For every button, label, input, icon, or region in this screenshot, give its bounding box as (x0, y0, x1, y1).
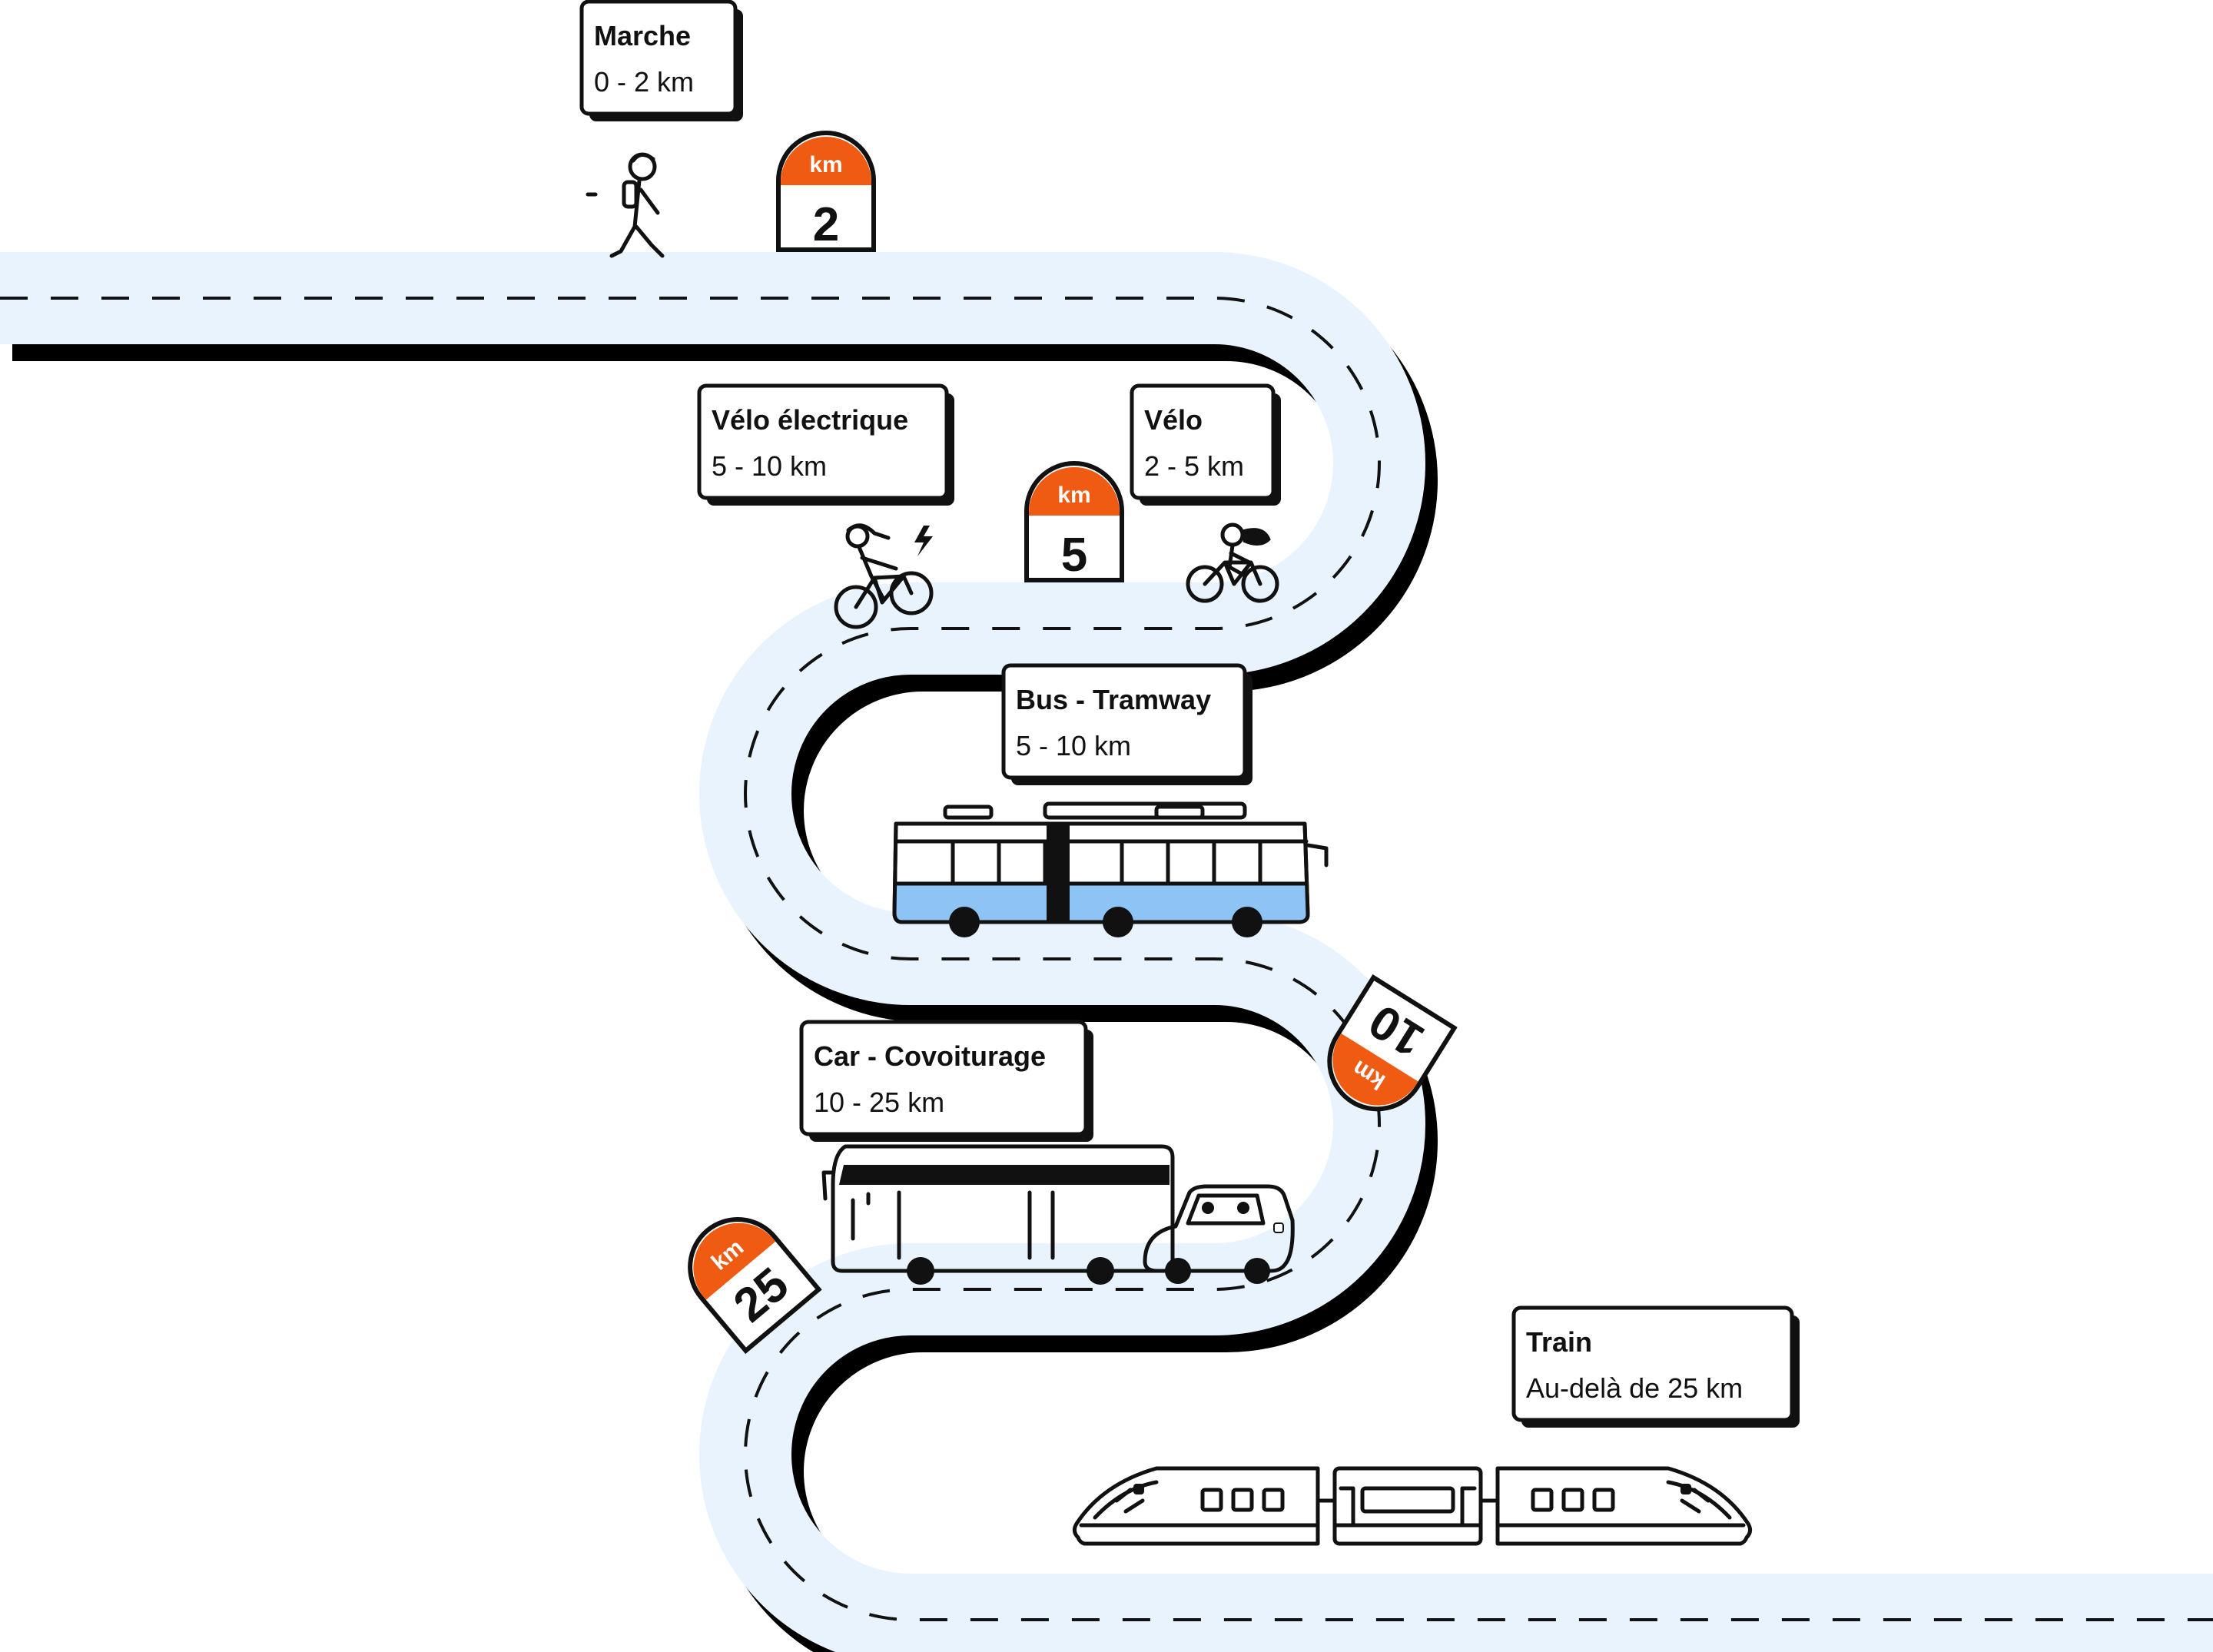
coach-and-car-icon (821, 1144, 1295, 1285)
mode-title: Train (1526, 1326, 1592, 1358)
km-marker-value: 5 (1061, 529, 1087, 582)
mode-range: 5 - 10 km (712, 450, 827, 482)
road (0, 252, 2213, 1652)
mode-range: Au-delà de 25 km (1526, 1372, 1743, 1404)
electric-bicycle-icon (834, 523, 934, 629)
km-marker-value: 2 (813, 198, 839, 251)
mode-title: Vélo électrique (712, 404, 908, 436)
mode-range: 5 - 10 km (1016, 730, 1131, 761)
mode-title: Bus - Tramway (1016, 684, 1211, 715)
walker-icon (586, 152, 665, 258)
mode-card-car-covoiturage: Car - Covoiturage 10 - 25 km (799, 1020, 1093, 1142)
km-marker-2: km 2 (776, 131, 876, 252)
mode-title: Vélo (1144, 404, 1203, 436)
mode-card-velo-electrique: Vélo électrique 5 - 10 km (697, 383, 954, 506)
mode-card-velo: Vélo 2 - 5 km (1130, 383, 1281, 506)
km-marker-unit: km (809, 152, 842, 177)
tram-icon (892, 801, 1329, 937)
mode-range: 0 - 2 km (594, 66, 694, 98)
mode-title: Marche (594, 20, 691, 51)
mode-card-marche: Marche 0 - 2 km (579, 0, 743, 121)
mode-range: 2 - 5 km (1144, 450, 1244, 482)
km-marker-5: km 5 (1024, 461, 1124, 582)
km-marker-unit: km (1057, 483, 1090, 508)
mode-range: 10 - 25 km (814, 1086, 944, 1118)
bicycle-icon (1186, 522, 1279, 603)
train-icon (1072, 1466, 1753, 1546)
mode-title: Car - Covoiturage (814, 1040, 1046, 1072)
km-marker-10: km 10 (1327, 974, 1458, 1112)
mode-card-bus-tramway: Bus - Tramway 5 - 10 km (1001, 663, 1252, 785)
road-center-dashes (0, 297, 2213, 1621)
mode-card-train: Train Au-delà de 25 km (1511, 1305, 1800, 1428)
